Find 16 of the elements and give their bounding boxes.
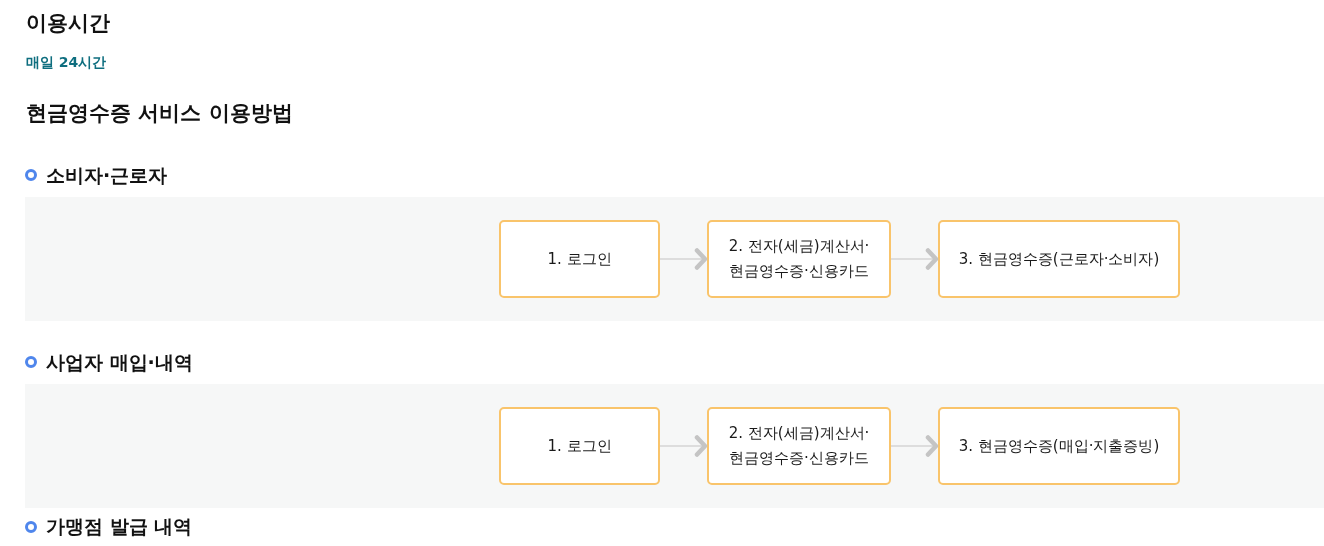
- step-box: 2. 전자(세금)계산서· 현금영수증·신용카드: [707, 407, 891, 485]
- chevron-arrow: [890, 248, 939, 270]
- step-box: 1. 로그인: [499, 220, 660, 298]
- step-box: 1. 로그인: [499, 407, 660, 485]
- section-heading: 소비자·근로자: [46, 163, 168, 187]
- page-heading: 이용시간: [26, 10, 110, 37]
- chevron-arrow: [890, 435, 939, 457]
- section-heading: 사업자 매입·내역: [46, 350, 193, 374]
- step-box: 2. 전자(세금)계산서· 현금영수증·신용카드: [707, 220, 891, 298]
- chevron-arrow: [659, 435, 708, 457]
- section-title: 현금영수증 서비스 이용방법: [26, 100, 293, 127]
- section-heading: 가맹점 발급 내역: [46, 514, 193, 539]
- step-box: 3. 현금영수증(매입·지출증빙): [938, 407, 1180, 485]
- hours-text: 매일 24시간: [26, 53, 107, 72]
- step-box: 3. 현금영수증(근로자·소비자): [938, 220, 1180, 298]
- chevron-arrow: [659, 248, 708, 270]
